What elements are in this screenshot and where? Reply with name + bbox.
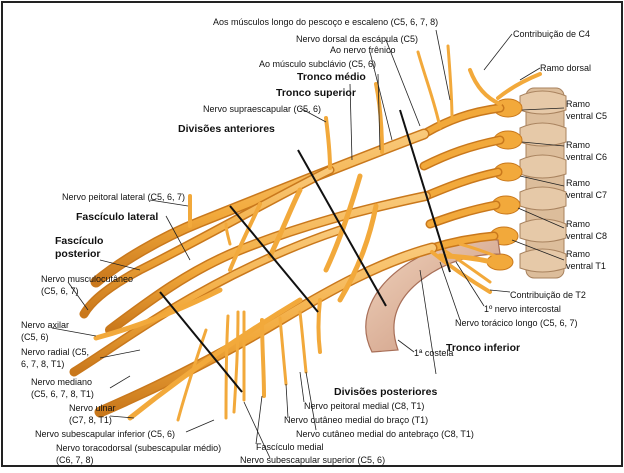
label-ulnar-line1: Nervo ulnar — [69, 403, 116, 413]
label-tronco-superior: Tronco superior — [276, 87, 356, 99]
label-cutaneo-braco: Nervo cutâneo medial do braço (T1) — [284, 415, 428, 425]
label-ramo-c8-line1: Ramo — [566, 219, 590, 229]
label-radial-line2: 6, 7, 8, T1) — [21, 359, 64, 369]
label-peitoral-medial: Nervo peitoral medial (C8, T1) — [304, 401, 424, 411]
label-contrib-t2: Contribuição de T2 — [510, 290, 586, 300]
label-divisoes-anteriores: Divisões anteriores — [178, 123, 275, 135]
label-longo-pescoco: Aos músculos longo do pescoço e escaleno… — [213, 17, 438, 27]
label-supraescapular: Nervo supraescapular (C5, 6) — [203, 104, 321, 114]
label-subescapular-superior: Nervo subescapular superior (C5, 6) — [240, 455, 385, 465]
label-ramo-t1-line2: ventral T1 — [566, 261, 606, 271]
label-ramo-c8-line2: ventral C8 — [566, 231, 607, 241]
label-intercostal: 1º nervo intercostal — [484, 304, 561, 314]
label-mediano-line2: (C5, 6, 7, 8, T1) — [31, 389, 94, 399]
label-radial-line1: Nervo radial (C5, — [21, 347, 89, 357]
label-fasciculo-posterior-line1: Fascículo — [55, 235, 103, 247]
label-toracico-longo: Nervo torácico longo (C5, 6, 7) — [455, 318, 578, 328]
label-subescapular-inferior: Nervo subescapular inferior (C5, 6) — [35, 429, 175, 439]
label-mediano-line1: Nervo mediano — [31, 377, 92, 387]
label-ramo-c5-line2: ventral C5 — [566, 111, 607, 121]
label-dorsal-escapula: Nervo dorsal da escápula (C5) — [296, 34, 418, 44]
label-fasciculo-posterior-line2: posterior — [55, 248, 101, 260]
label-fasciculo-medial: Fascículo medial — [256, 442, 324, 452]
label-ramo-c6-line2: ventral C6 — [566, 152, 607, 162]
label-musculocutaneo-line2: (C5, 6, 7) — [41, 286, 79, 296]
label-toracodorsal-line2: (C6, 7, 8) — [56, 455, 94, 465]
label-fasciculo-lateral: Fascículo lateral — [76, 211, 158, 223]
label-axilar-line1: Nervo axilar — [21, 320, 69, 330]
label-toracodorsal-line1: Nervo toracodorsal (subescapular médio) — [56, 443, 221, 453]
label-ramo-c7-line1: Ramo — [566, 178, 590, 188]
label-tronco-medio: Tronco médio — [297, 71, 366, 83]
label-ramo-dorsal: Ramo dorsal — [540, 63, 591, 73]
label-subclavio: Ao músculo subclávio (C5, 6) — [259, 59, 376, 69]
label-peitoral-lateral: Nervo peitoral lateral (C5, 6, 7) — [62, 192, 185, 202]
label-contrib-c4: Contribuição de C4 — [513, 29, 590, 39]
label-musculocutaneo-line1: Nervo musculocutâneo — [41, 274, 133, 284]
label-ramo-c5-line1: Ramo — [566, 99, 590, 109]
label-ramo-c6-line1: Ramo — [566, 140, 590, 150]
label-ulnar-line2: (C7, 8, T1) — [69, 415, 112, 425]
label-ramo-c7-line2: ventral C7 — [566, 190, 607, 200]
label-cutaneo-antebraco: Nervo cutâneo medial do antebraço (C8, T… — [296, 429, 474, 439]
label-divisoes-posteriores: Divisões posteriores — [334, 386, 437, 398]
label-axilar-line2: (C5, 6) — [21, 332, 49, 342]
label-nervo-frenico: Ao nervo frênico — [330, 45, 396, 55]
label-ramo-t1-line1: Ramo — [566, 249, 590, 259]
label-tronco-inferior: Tronco inferior — [446, 342, 520, 354]
